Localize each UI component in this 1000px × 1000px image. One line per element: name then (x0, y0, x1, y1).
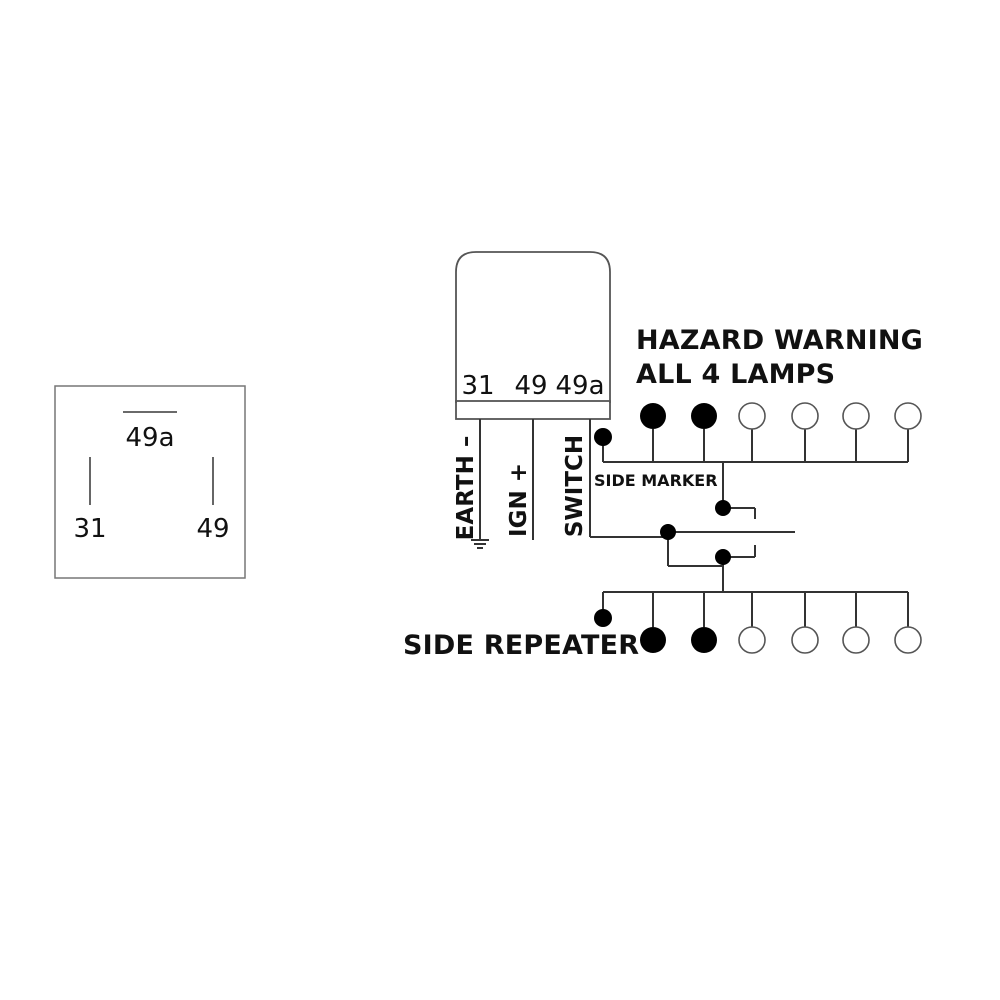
switch-bottom-contact (715, 549, 731, 565)
relay-pin-49a-label: 49a (555, 371, 604, 401)
repeater-lamp (691, 627, 717, 653)
hazard-lamp (791, 402, 819, 430)
repeater-lamp (640, 627, 666, 653)
hazard-lamp (691, 403, 717, 429)
repeater-lamp (842, 626, 870, 654)
switch-label: SWITCH (562, 435, 588, 537)
hazard-switch (590, 462, 795, 592)
hazard-lamp-row (594, 402, 922, 463)
relay-unit: 31 49 49a (455, 251, 611, 420)
relay-base (455, 400, 611, 420)
hazard-lamp (738, 402, 766, 430)
repeater-lamp-row (594, 591, 922, 654)
side-marker-lamp (594, 428, 612, 446)
side-repeater-lamp (594, 609, 612, 627)
pinout-pin-49a-label: 49a (125, 423, 174, 453)
hazard-label-line-1: HAZARD WARNING (636, 325, 923, 356)
earth-label: EARTH – (453, 436, 479, 541)
switch-common-contact (660, 524, 676, 540)
side-marker-label: SIDE MARKER (594, 471, 718, 490)
pinout-pin-31-label: 31 (73, 514, 106, 544)
relay-pin-31-label: 31 (461, 371, 494, 401)
hazard-lamp (894, 402, 922, 430)
relay-body (455, 251, 611, 403)
pinout-pin-49-label: 49 (196, 514, 229, 544)
switch-top-contact (715, 500, 731, 516)
relay-pin-49-label: 49 (514, 371, 547, 401)
ign-label: IGN + (506, 463, 532, 537)
hazard-label-line-2: ALL 4 LAMPS (636, 359, 835, 390)
hazard-lamp (842, 402, 870, 430)
relay-wires (471, 419, 591, 549)
hazard-lamp (640, 403, 666, 429)
repeater-lamp (894, 626, 922, 654)
pinout-frame (54, 385, 246, 579)
side-repeater-label: SIDE REPEATER (403, 630, 639, 661)
repeater-lamp (791, 626, 819, 654)
repeater-lamp (738, 626, 766, 654)
pinout-box: 49a 31 49 (54, 385, 246, 579)
